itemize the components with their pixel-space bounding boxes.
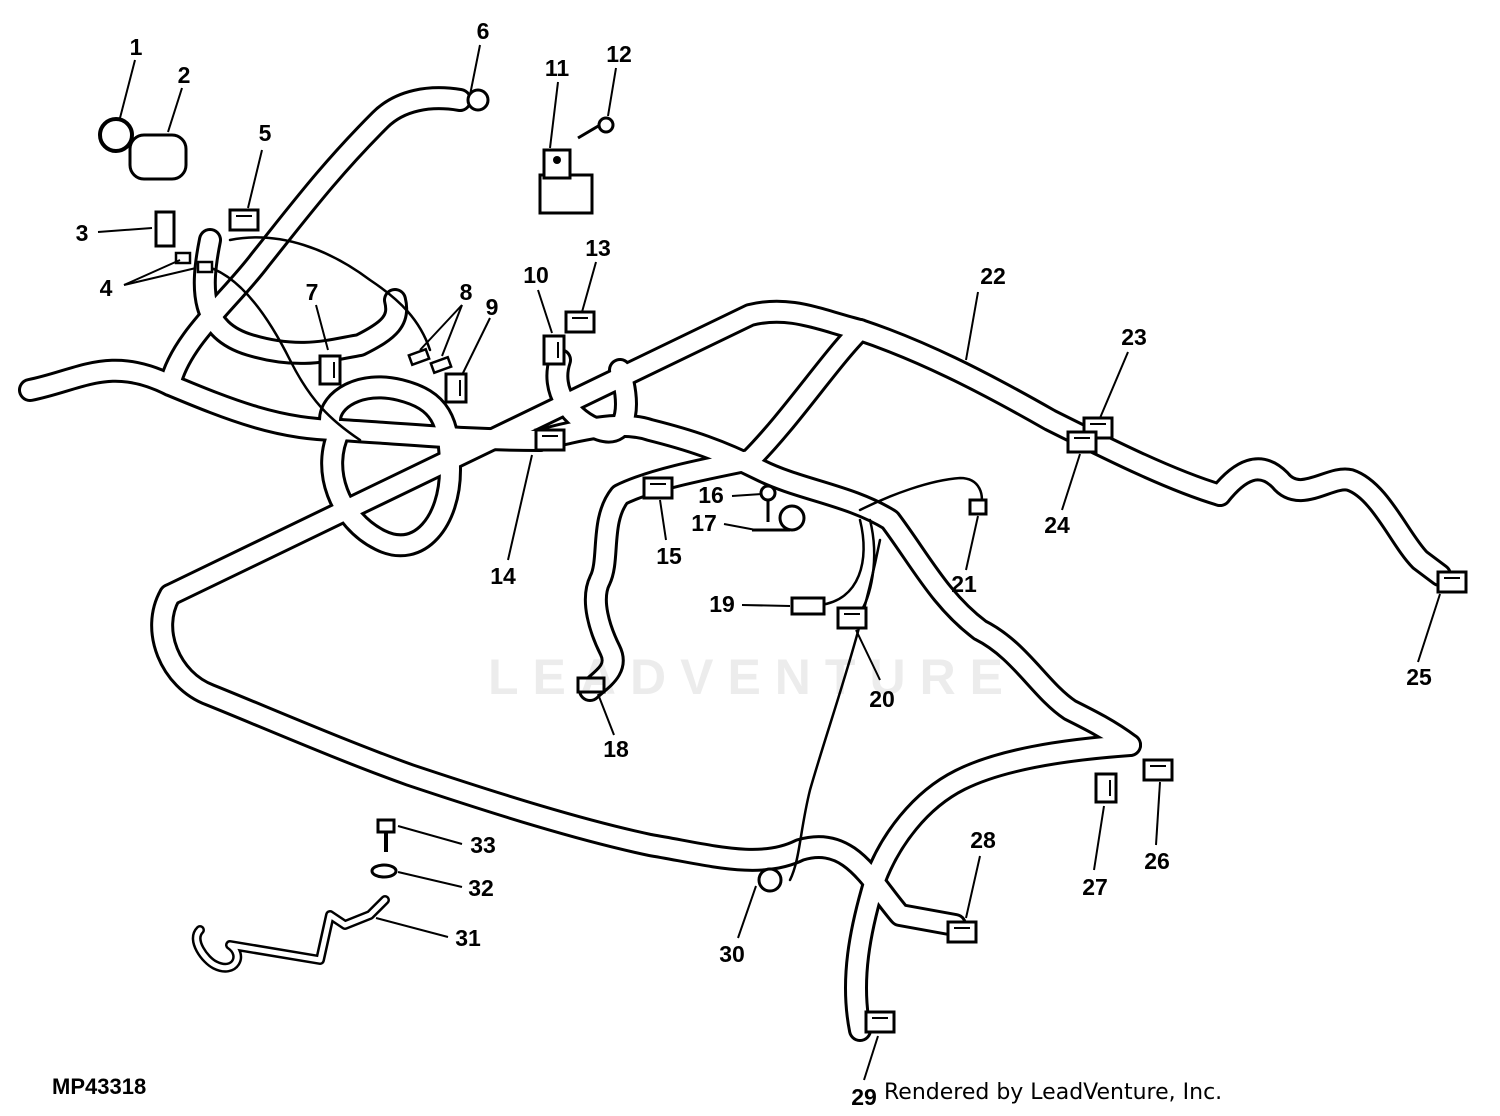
callout-6: 6: [477, 18, 490, 44]
harness-components: [98, 88, 1468, 1034]
connector-29: [864, 1010, 896, 1034]
callout-19: 19: [709, 591, 735, 617]
callout-31: 31: [455, 925, 481, 951]
connector-15: [642, 476, 674, 500]
connector-7: [318, 354, 342, 386]
callout-11: 11: [545, 55, 570, 81]
render-credit: Rendered by LeadVenture, Inc.: [884, 1080, 1223, 1105]
figure-id: MP43318: [52, 1074, 147, 1099]
connector-28: [946, 920, 978, 944]
callout-23: 23: [1121, 324, 1147, 350]
callout-22: 22: [980, 263, 1006, 289]
callout-27: 27: [1082, 874, 1108, 900]
callout-29: 29: [851, 1084, 877, 1110]
terminals-8: [407, 347, 453, 375]
watermark-text: LEADVENTURE: [488, 649, 1018, 705]
main-harness: [18, 86, 1452, 1042]
callout-33: 33: [470, 832, 496, 858]
callout-7: 7: [306, 279, 319, 305]
callout-13: 13: [585, 235, 611, 261]
plug-21: [968, 498, 988, 516]
connector-10: [542, 334, 566, 366]
callout-30: 30: [719, 941, 745, 967]
plug-18: [576, 676, 606, 694]
callout-9: 9: [486, 294, 499, 320]
connector-3: [154, 210, 176, 248]
cap-screw-33: [376, 818, 396, 834]
callout-8: 8: [460, 279, 473, 305]
callout-4: 4: [100, 275, 113, 301]
callout-12: 12: [606, 41, 632, 67]
callout-26: 26: [1144, 848, 1170, 874]
bolt-16: [759, 484, 777, 522]
lamp-ring: [98, 117, 134, 153]
relay-11: [538, 148, 594, 215]
callout-32: 32: [468, 875, 494, 901]
callout-3: 3: [76, 220, 89, 246]
callout-2: 2: [178, 62, 191, 88]
callout-10: 10: [523, 262, 549, 288]
washer-32: [370, 863, 398, 879]
lamp-socket: [128, 133, 188, 181]
callout-17: 17: [691, 510, 717, 536]
connector-9: [444, 372, 468, 404]
part-30: [757, 867, 783, 893]
callout-24: 24: [1044, 512, 1070, 538]
clamp-17: [752, 504, 806, 532]
connector-20: [836, 606, 868, 630]
callout-5: 5: [259, 120, 272, 146]
ring-terminal-6: [466, 88, 490, 112]
callout-1: 1: [130, 34, 143, 60]
callout-14: 14: [490, 563, 516, 589]
connector-14: [534, 428, 566, 452]
callout-20: 20: [869, 686, 895, 712]
callout-18: 18: [603, 736, 629, 762]
screw-12: [577, 116, 615, 140]
leader-lines: [97, 44, 1441, 1081]
callout-25: 25: [1406, 664, 1432, 690]
connector-5: [228, 208, 260, 232]
callout-labels: 1 2 3 4 5 6 7 8 9 10 11 12 13 14 15 16 1…: [76, 18, 1432, 1110]
callout-15: 15: [656, 543, 682, 569]
plug-19: [790, 596, 826, 616]
connector-26: [1142, 758, 1174, 782]
connector-13: [564, 310, 596, 334]
callout-16: 16: [698, 482, 724, 508]
terminals-4: [174, 251, 214, 274]
connector-27: [1094, 772, 1118, 804]
callout-28: 28: [970, 827, 996, 853]
connector-24: [1066, 430, 1098, 454]
callout-21: 21: [951, 571, 977, 597]
connector-25: [1436, 570, 1468, 594]
